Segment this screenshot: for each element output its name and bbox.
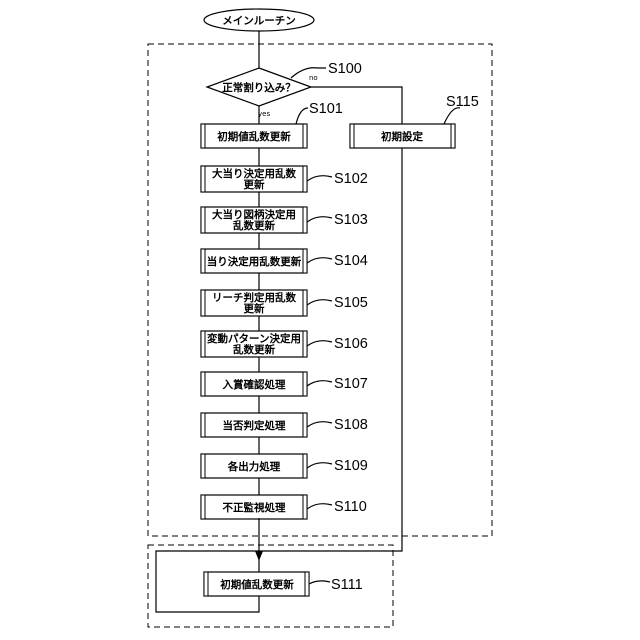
process-box-s106: 変動パターン決定用乱数更新: [201, 331, 307, 357]
process-box-s102: 大当り決定用乱数更新: [201, 166, 307, 192]
process-box-s101: 初期値乱数更新: [201, 124, 307, 148]
step-label-s104: S104: [334, 253, 368, 269]
step-label-s100: S100: [328, 61, 362, 77]
step-leader-s104: [307, 258, 332, 263]
process-box-s110: 不正監視処理: [201, 495, 307, 519]
process-text-s110: 不正監視処理: [223, 501, 286, 514]
step-label-s105: S105: [334, 295, 368, 311]
process-box-s115: 初期設定: [350, 124, 455, 148]
step-leader-s107: [307, 381, 332, 386]
step-label-s106: S106: [334, 336, 368, 352]
step-leader-s106: [307, 341, 332, 346]
process-box-s105: リーチ判定用乱数更新: [201, 290, 307, 316]
step-label-s115: S115: [446, 94, 479, 110]
step-label-s110: S110: [334, 499, 367, 515]
process-box-s104: 当り決定用乱数更新: [201, 249, 307, 273]
start-terminal-label: メインルーチン: [222, 15, 296, 27]
step-leader-s103: [307, 217, 332, 222]
process-text-s108: 当否判定処理: [223, 419, 286, 432]
process-text-s106: 乱数更新: [233, 343, 275, 356]
merge-arrowhead: [255, 551, 263, 561]
process-box-s103: 大当り図柄決定用乱数更新: [201, 207, 307, 233]
process-text-s101: 初期値乱数更新: [217, 130, 291, 143]
process-box-s107: 入賞確認処理: [201, 372, 307, 396]
step-leader-s102: [307, 176, 332, 181]
step-label-s109: S109: [334, 458, 368, 474]
decision-yes-label: yes: [258, 110, 270, 118]
step-leader-s101: [296, 108, 308, 124]
step-leader-s110: [307, 504, 332, 509]
step-label-s102: S102: [334, 171, 368, 187]
process-text-s104: 当り決定用乱数更新: [207, 255, 302, 268]
process-text-s115: 初期設定: [381, 130, 423, 143]
main-process-dashed-region: [148, 44, 492, 536]
steps-group: 初期値乱数更新 S101 大当り決定用乱数更新 S102 大当り図柄決定用乱数更新 S10…: [201, 101, 368, 519]
step-label-s103: S103: [334, 212, 368, 228]
step-leader-s111: [309, 581, 330, 584]
decision-no-label: no: [309, 74, 318, 82]
step-label-s111: S111: [331, 577, 363, 593]
decision-label: 正常割り込み？: [222, 81, 296, 94]
process-text-s107: 入賞確認処理: [223, 378, 286, 391]
step-leader-s105: [307, 300, 332, 305]
step-leader-s108: [307, 422, 332, 427]
process-text-s105: 更新: [244, 302, 265, 315]
process-text-s102: 更新: [244, 178, 265, 191]
step-label-s107: S107: [334, 376, 368, 392]
step-leader-s109: [307, 463, 332, 468]
process-text-s109: 各出力処理: [227, 460, 281, 473]
step-label-s101: S101: [309, 101, 343, 117]
step-label-s108: S108: [334, 417, 368, 433]
process-text-s103: 乱数更新: [233, 219, 275, 232]
step-leader-s115: [444, 108, 460, 124]
process-box-s108: 当否判定処理: [201, 413, 307, 437]
process-text-s111: 初期値乱数更新: [220, 578, 294, 591]
process-box-s109: 各出力処理: [201, 454, 307, 478]
process-box-s111: 初期値乱数更新: [204, 572, 309, 596]
